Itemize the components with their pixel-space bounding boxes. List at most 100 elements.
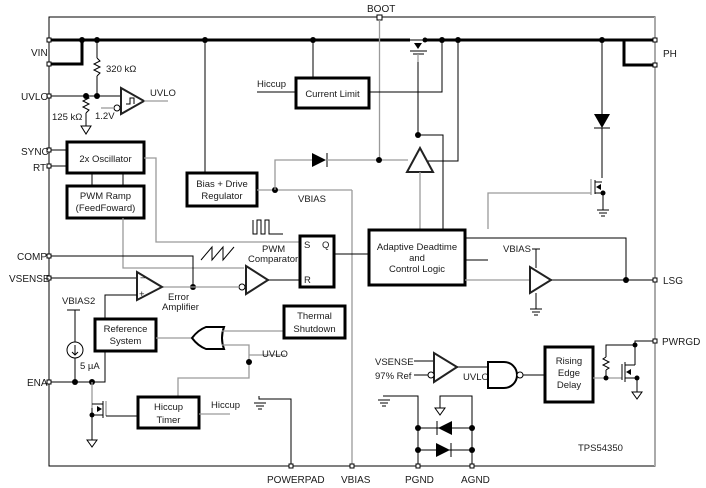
latch-s-label: S <box>304 240 310 251</box>
esd-diode-icon <box>436 443 450 457</box>
pin-vbias-label: VBIAS <box>341 475 371 486</box>
pin-vin-label: VIN <box>31 48 48 59</box>
current-limit-block <box>294 76 371 110</box>
junction-dot <box>415 425 421 431</box>
or-gate <box>190 326 226 350</box>
pwm-comparator <box>245 264 270 296</box>
junction-dot <box>469 425 475 431</box>
powerpad-pin-pad[interactable] <box>288 463 294 469</box>
ground-icon <box>80 125 92 135</box>
r-top-label: 320 kΩ <box>106 64 136 75</box>
pin-ph-label: PH <box>663 49 677 60</box>
driver-sense-line <box>418 134 444 230</box>
ref-to-ea-line <box>104 294 137 318</box>
ena-pulldown-mosfet <box>86 382 138 448</box>
vbias-pin-pad[interactable] <box>349 463 355 469</box>
pg-comparator <box>433 351 459 384</box>
pin-powerpad-label: POWERPAD <box>267 475 325 486</box>
ground-icon <box>530 308 542 316</box>
uvlo-or-label: UVLO <box>262 349 288 360</box>
pg-ref-label: 97% Ref <box>375 371 412 382</box>
adaptive-deadtime-block <box>367 228 467 287</box>
comp-line <box>51 255 194 287</box>
adaptive-label-3: Control Logic <box>389 264 445 275</box>
junction-dot <box>83 93 89 99</box>
pwm-ramp-block <box>65 184 146 220</box>
hiccup-timer-block <box>136 395 201 430</box>
current-source-label: 5 µA <box>80 361 100 372</box>
junction-dot <box>79 37 85 43</box>
sr-latch-block <box>298 234 336 289</box>
junction-dot <box>415 447 421 453</box>
pwrgd-pin-pad[interactable] <box>652 338 658 344</box>
rising-edge-label-3: Delay <box>557 380 582 391</box>
lsg-driver <box>529 265 553 295</box>
rising-edge-label-1: Rising <box>556 356 582 367</box>
ground-icon <box>631 391 643 400</box>
low-side-mosfet <box>590 179 609 217</box>
pwrgd-mosfet <box>593 342 643 400</box>
thermal-shutdown-block <box>282 304 347 340</box>
lsg-pin-pad[interactable] <box>652 277 658 283</box>
pwrgd-line <box>634 340 653 345</box>
ground-icon <box>434 407 446 416</box>
bias-regulator-label-1: Bias + Drive <box>196 179 247 190</box>
pin-agnd-label: AGND <box>461 475 490 486</box>
junction-dot <box>72 379 78 385</box>
ph-pin-pad[interactable] <box>652 37 658 43</box>
vin-pin-pad-2[interactable] <box>46 61 52 67</box>
vin-pin-pad[interactable] <box>46 37 52 43</box>
esd-diode-icon <box>438 421 452 435</box>
pin-boot-label: BOOT <box>367 4 395 15</box>
ea-plus-sign: + <box>139 289 145 300</box>
hiccup-timer-label-1: Hiccup <box>154 402 183 413</box>
uvlo-comparator <box>101 86 168 116</box>
pin-comp-label: COMP <box>17 252 47 263</box>
uvlo-out-label: UVLO <box>150 88 176 99</box>
ground-icon <box>378 399 390 407</box>
boot-pin-pad[interactable] <box>376 14 383 21</box>
thermal-label-2: Shutdown <box>293 324 335 335</box>
rt-pin-pad[interactable] <box>46 163 52 169</box>
pin-pwrgd-label: PWRGD <box>662 337 700 348</box>
pin-pgnd-label: PGND <box>405 475 434 486</box>
rising-edge-delay-block <box>543 345 595 404</box>
pin-lsg-label: LSG <box>663 276 683 287</box>
r-bottom-label: 125 kΩ <box>52 112 82 123</box>
lsfet-gate-line <box>487 192 591 229</box>
reference-system-block <box>93 317 158 353</box>
part-number-label: TPS54350 <box>578 443 623 454</box>
vbias-node-label: VBIAS <box>298 194 326 205</box>
adaptive-label-1: Adaptive Deadtime <box>377 242 457 253</box>
pgnd-pin-pad[interactable] <box>415 463 421 469</box>
pin-ena-label: ENA <box>27 378 48 389</box>
reference-label-1: Reference <box>104 324 148 335</box>
reference-label-2: System <box>110 336 142 347</box>
agnd-pin-pad[interactable] <box>469 463 475 469</box>
lsg-feedback-line <box>465 237 627 280</box>
pwm-ramp-label-2: (FeedFoward) <box>76 203 136 214</box>
resistor-320k-icon <box>92 57 102 77</box>
ea-minus-sign: − <box>140 273 146 284</box>
latch-r-label: R <box>304 275 311 286</box>
hiccup-in-label: Hiccup <box>257 79 286 90</box>
pin-uvlo-label: UVLO <box>21 92 48 103</box>
osc-to-latch-line <box>144 157 300 243</box>
ena-pin-pad[interactable] <box>46 379 52 385</box>
ena-line <box>51 351 106 383</box>
pgnd-line <box>383 395 419 466</box>
current-arrow-icon <box>71 345 79 356</box>
ground-icon <box>86 439 98 448</box>
driver-ph-line <box>428 40 459 162</box>
vin-bus-second-pin <box>49 40 84 66</box>
pg-uvlo-label: UVLO <box>463 372 489 383</box>
error-amp-label-2: Amplifier <box>162 302 199 313</box>
lsg-vbias-label: VBIAS <box>503 244 531 255</box>
comp-pin-pad[interactable] <box>46 253 52 259</box>
oscillator-block <box>65 140 146 175</box>
ph-pin-pad-2[interactable] <box>652 62 658 68</box>
vbias2-label: VBIAS2 <box>62 296 95 307</box>
pullup-resistor-icon <box>601 356 611 371</box>
hiccup-timer-label-2: Timer <box>157 415 181 426</box>
